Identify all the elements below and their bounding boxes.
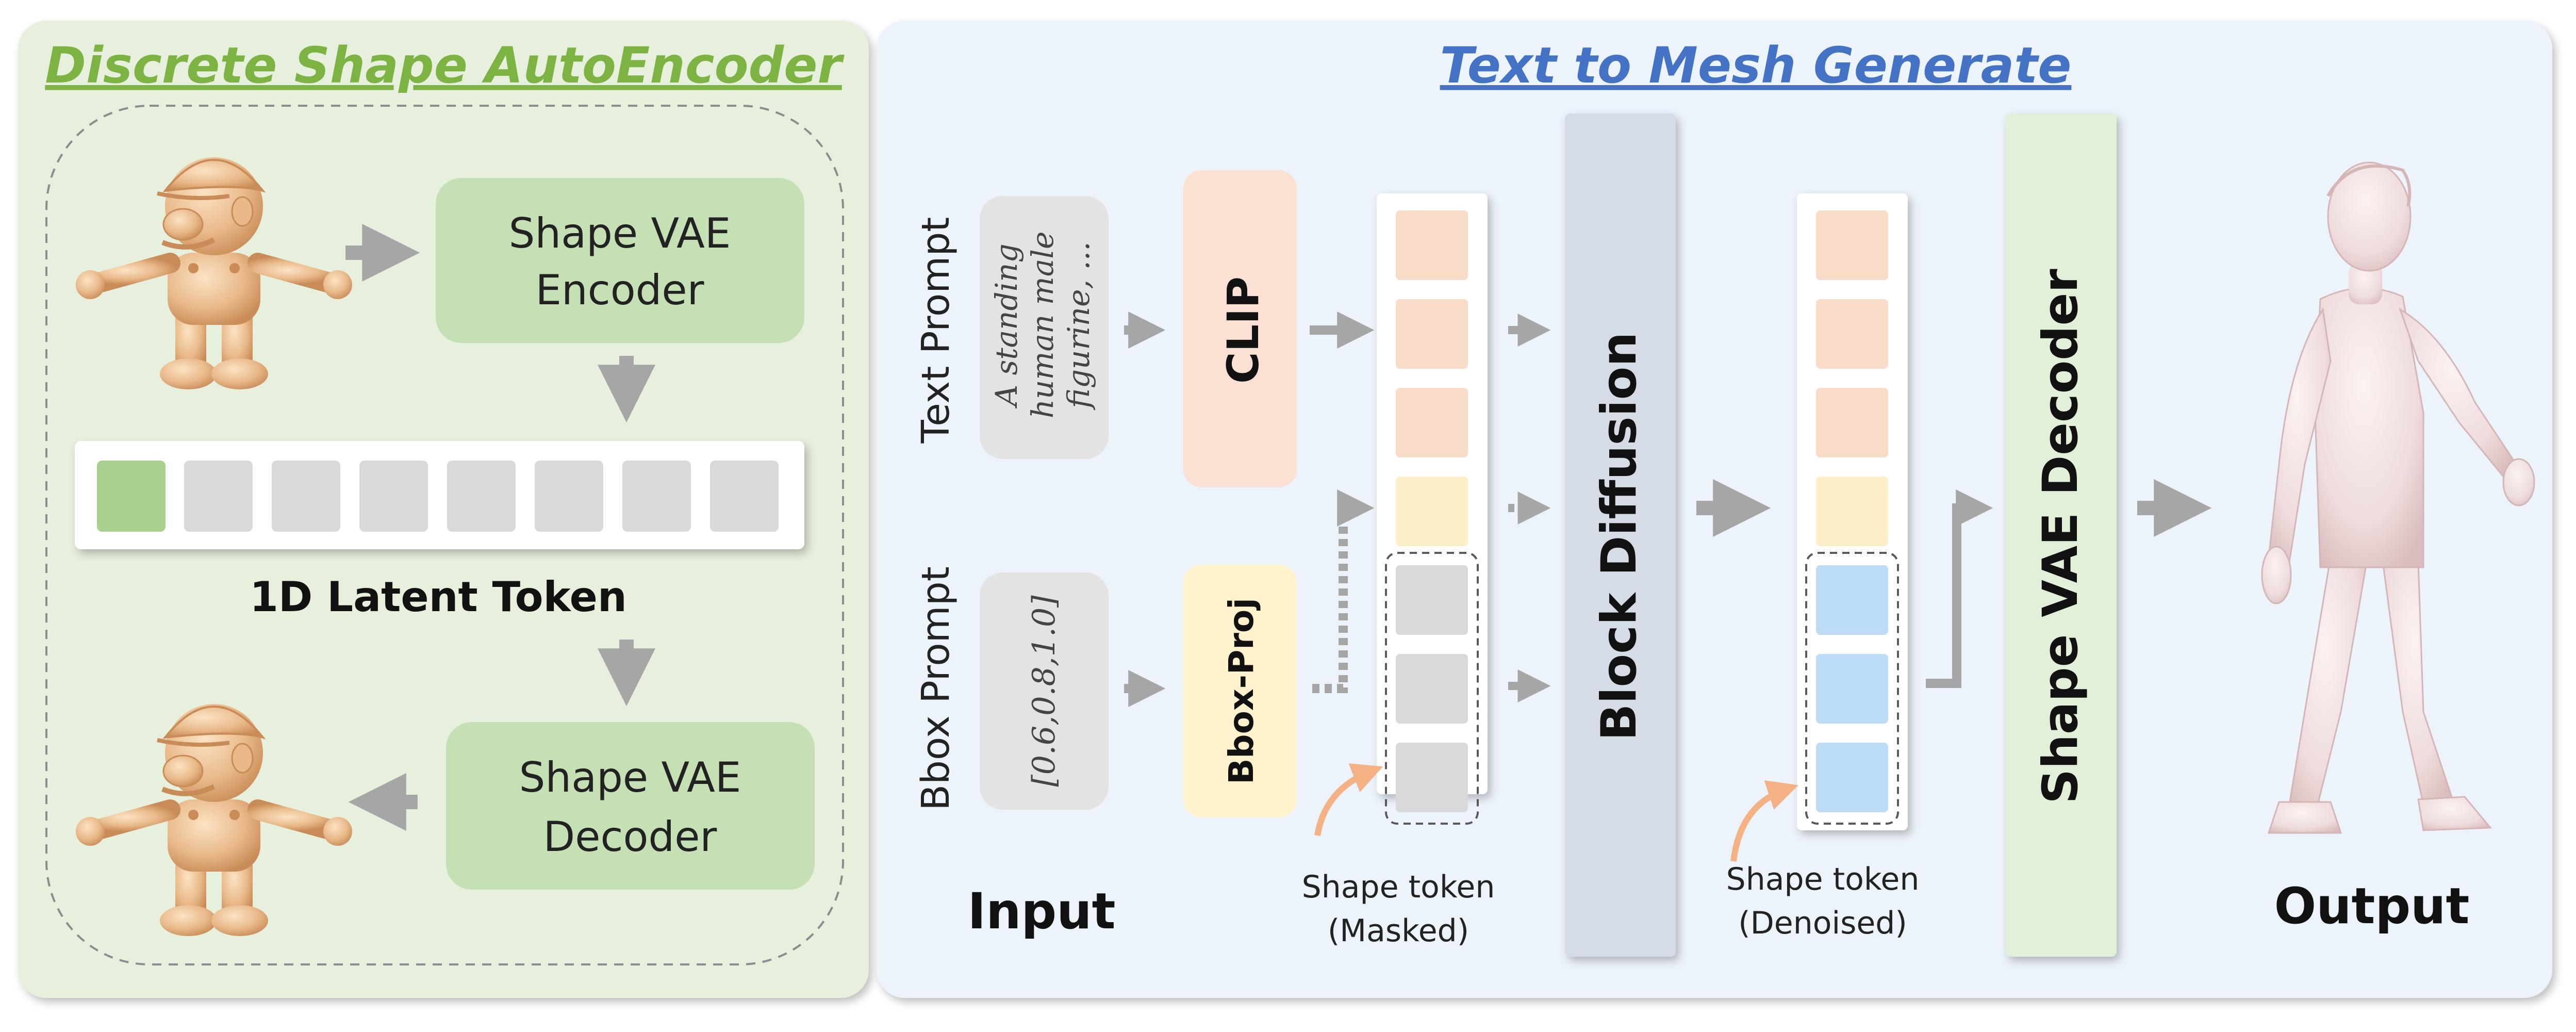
denoised-caption-line1: Shape token: [1726, 861, 1920, 897]
latent-token: [447, 461, 516, 532]
masked-shape-token: [1396, 565, 1468, 635]
text-prompt-line3: figurine, ...: [1061, 241, 1096, 410]
text-token: [1816, 388, 1888, 457]
denoised-shape-token: [1816, 565, 1888, 635]
shape-vae-decoder-bar: [2006, 113, 2117, 957]
clip-box: [1183, 170, 1297, 487]
latent-token: [710, 461, 779, 532]
bbox-token: [1396, 477, 1468, 546]
masked-shape-token: [1396, 654, 1468, 724]
denoised-annotation-arrow: [1730, 780, 1798, 862]
latent-token: [184, 461, 253, 532]
bbox-proj-box: [1183, 565, 1297, 817]
text-prompt-label: Text Prompt: [914, 217, 958, 444]
latent-token-strip: [75, 441, 804, 549]
block-diffusion-label: Block Diffusion: [1591, 332, 1647, 741]
output-human-mesh: [2261, 161, 2535, 834]
denoised-group-frame: [1805, 552, 1899, 825]
denoised-shape-token: [1816, 743, 1888, 812]
encoder-label-line1: Shape VAE: [509, 209, 731, 257]
encoder-label-line2: Encoder: [535, 266, 704, 314]
masked-shape-token: [1396, 743, 1468, 812]
denoised-caption-line2: (Denoised): [1738, 905, 1907, 941]
clip-label: CLIP: [1218, 276, 1268, 384]
masked-annotation-arrow: [1314, 763, 1383, 837]
text-prompt-line2: human male: [1025, 232, 1060, 419]
latent-token: [272, 461, 340, 532]
masked-group-frame: [1385, 552, 1479, 825]
bbox-proj-label: Bbox-Proj: [1221, 598, 1261, 784]
masked-caption-line1: Shape token: [1302, 869, 1495, 905]
shape-vae-encoder-box: [436, 178, 804, 343]
latent-token: [535, 461, 603, 532]
shape-vae-decoder-box: [446, 722, 815, 890]
left-panel-title: Discrete Shape AutoEncoder: [45, 37, 845, 94]
latent-token-label: 1D Latent Token: [250, 573, 627, 621]
output-label: Output: [2274, 877, 2470, 935]
decoder-label-line2: Decoder: [543, 813, 717, 861]
input-label: Input: [967, 882, 1115, 940]
block-diffusion-bar: [1565, 113, 1676, 957]
latent-token: [622, 461, 691, 532]
text-token: [1816, 299, 1888, 369]
bbox-prompt-label: Bbox Prompt: [914, 566, 958, 811]
autoencoder-dashed-frame: [45, 105, 844, 965]
text-token: [1396, 388, 1468, 457]
masked-caption-line2: (Masked): [1328, 913, 1469, 949]
text-token: [1396, 210, 1468, 280]
text-prompt-line1: A standing: [989, 243, 1024, 409]
arrow-denoised-to-decoder: [1926, 489, 1993, 688]
latent-token-active: [97, 461, 166, 532]
arrow-bbox-proj-to-tokens: [1312, 489, 1375, 693]
bbox-prompt-box: [980, 572, 1109, 810]
text-token: [1396, 299, 1468, 369]
bbox-prompt-value: [0.6,0.8,1.0]: [1026, 595, 1062, 787]
text-token: [1816, 210, 1888, 280]
latent-token: [359, 461, 428, 532]
denoised-shape-token: [1816, 654, 1888, 724]
shape-vae-decoder-label: Shape VAE Decoder: [2033, 269, 2089, 804]
decoder-label-line1: Shape VAE: [519, 753, 741, 801]
text-prompt-box: [980, 196, 1109, 459]
right-panel-title: Text to Mesh Generate: [1440, 37, 2072, 94]
bbox-token: [1816, 477, 1888, 546]
